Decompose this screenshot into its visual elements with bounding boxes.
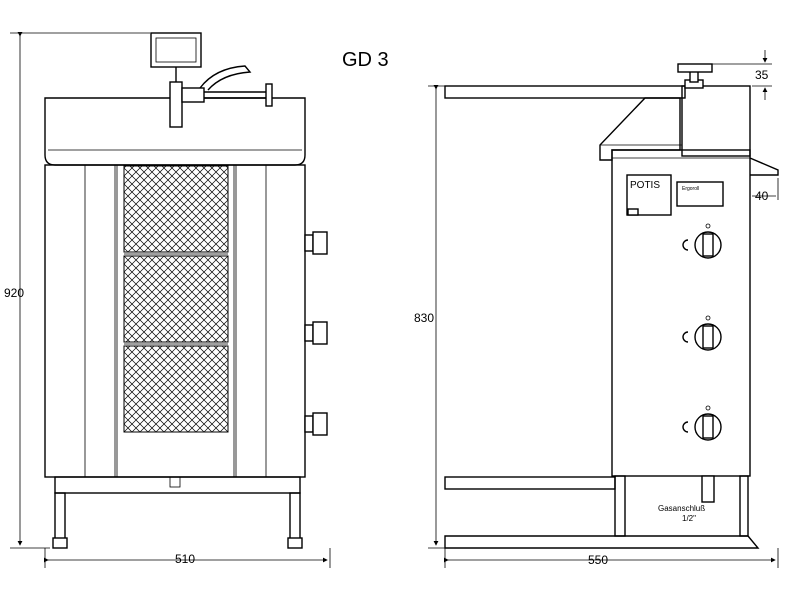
side-offset-label: 40	[755, 189, 769, 203]
side-height-label: 830	[414, 311, 434, 325]
burner-grid-top	[123, 165, 229, 253]
side-knob-top	[682, 223, 722, 259]
drawing-title: GD 3	[342, 49, 389, 71]
knob-middle	[304, 321, 328, 345]
front-view: 920 510	[4, 32, 331, 568]
plate-label: Ergoroll	[682, 186, 699, 192]
burner-grid-middle	[123, 255, 229, 343]
gas-connection-label: Gasanschluß	[658, 504, 705, 513]
brand-label: POTIS	[630, 180, 660, 191]
side-width-label: 550	[588, 553, 608, 567]
front-height-label: 920	[4, 286, 24, 300]
top-offset-label: 35	[755, 68, 769, 82]
knob-bottom	[304, 412, 328, 436]
knob-top	[304, 231, 328, 255]
side-knob-middle	[682, 315, 722, 351]
front-width-label: 510	[175, 552, 195, 566]
burner-grid-bottom	[123, 345, 229, 433]
gas-connection-size: 1/2"	[682, 514, 696, 523]
side-knob-bottom	[682, 405, 722, 441]
side-view: POTIS Ergoroll Gasanschluß	[414, 50, 779, 568]
